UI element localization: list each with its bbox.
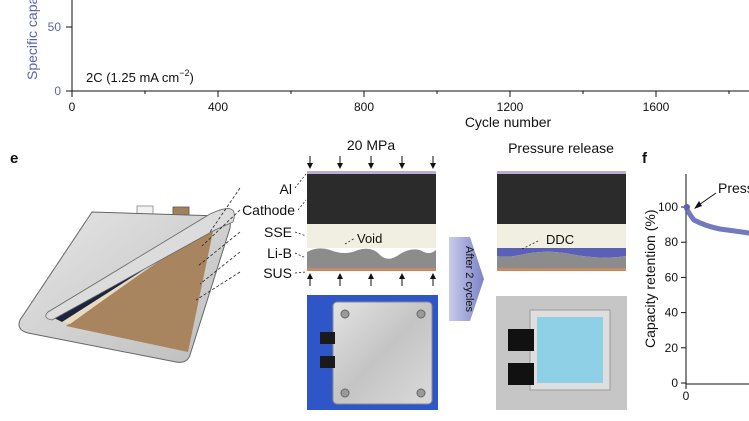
retention-start-point [684,204,690,210]
pressed-cell-photo [307,295,438,410]
pressure-arrowhead-up-4 [430,273,436,279]
panel-f-yticks: 100 80 60 40 20 0 [658,200,686,390]
layer-label-cathode: Cathode [242,202,295,218]
f-ytick-label-0: 0 [671,376,678,390]
pressure-arrowhead-down-1 [337,163,343,169]
pressure-arrows-bottom [307,273,436,286]
rate-annotation-close: ) [189,70,193,85]
panel-e: e Al Cathode SSE Li-B SUS [10,137,627,410]
released-li-b-layer [497,251,626,268]
screw-top-right [416,309,426,319]
f-ytick-label-100: 100 [658,200,678,214]
pouch-peel-flap [45,208,235,321]
released-cathode-layer [497,174,626,224]
released-tab-top [508,329,534,351]
li-b-layer [307,248,436,268]
released-sse-layer [497,224,626,248]
top-xtick-label-2: 800 [354,100,374,114]
layer-leader-lines [195,187,241,301]
top-chart-xlabel: Cycle number [465,114,552,130]
top-xtick-label-0: 0 [69,100,76,114]
released-cell-photo [496,296,627,410]
press-annotation-arrowhead [694,201,702,209]
released-al-layer [497,171,626,174]
panel-f-ylabel: Capacity retention (%) [642,209,658,348]
top-xtick-label-1: 400 [208,100,228,114]
rate-annotation-sup: −2 [179,68,189,78]
top-chart-ylabel: Specific capa [24,0,40,80]
press-annotation: Press [718,180,749,196]
ytick-0-label: 0 [54,84,61,98]
pressure-arrowhead-up-1 [337,273,343,279]
layer-labels: Al Cathode SSE Li-B SUS [242,173,307,281]
cathode-blue-area [537,317,603,383]
screw-bottom-left [340,388,350,398]
released-sus-layer [497,268,626,271]
panel-f-label: f [642,150,648,167]
pressure-arrowhead-down-4 [430,163,436,169]
pressure-release-label: Pressure release [508,140,614,156]
top-chart: Specific capa 50 0 0 400 800 1200 1600 Cycle… [24,0,749,130]
layer-label-li-b: Li-B [267,245,292,261]
panel-f-xtick-0: 0 [683,389,690,403]
pressure-arrowhead-up-3 [399,273,405,279]
metal-plate [332,301,433,405]
stack-schematic-released: DDC [497,171,626,271]
cathode-layer [307,174,436,224]
retention-curve [683,204,749,236]
pressure-arrows-top [307,156,436,169]
f-ytick-label-40: 40 [665,306,679,320]
rate-annotation-main: 2C (1.25 mA cm [86,70,179,85]
rate-annotation: 2C (1.25 mA cm−2) [86,68,194,85]
stack-schematic-pressed: Void [307,171,436,271]
tab-clip-bottom [320,356,335,368]
sus-layer [307,268,436,271]
screw-bottom-right [416,388,426,398]
pouch-cell-illustration [18,205,235,363]
f-ytick-label-80: 80 [665,235,679,249]
top-xtick-label-4: 1600 [643,100,670,114]
transition-arrow-label: After 2 cycles [463,246,475,313]
pressure-arrowhead-down-3 [399,163,405,169]
released-ddc-layer [497,248,626,258]
pressure-arrowhead-down-0 [307,163,313,169]
layer-label-al: Al [280,181,292,197]
released-tab-bottom [508,363,534,385]
al-layer [307,171,436,174]
pressure-arrowhead-up-0 [307,273,313,279]
f-ytick-label-20: 20 [665,341,679,355]
layer-label-sse: SSE [264,224,292,240]
top-xtick-label-3: 1200 [497,100,524,114]
top-chart-xticks: 0 400 800 1200 1600 [69,91,730,114]
pressure-label: 20 MPa [347,137,395,153]
screw-top-left [340,309,350,319]
tab-clip-top [320,332,335,344]
void-label: Void [357,231,382,246]
pouch-copper-layer [66,222,215,352]
pressure-arrowhead-up-2 [368,273,374,279]
ddc-label: DDC [546,232,574,247]
pressure-arrowhead-down-2 [368,163,374,169]
layer-label-sus: SUS [263,265,292,281]
panel-e-label: e [10,150,18,167]
transition-arrow: After 2 cycles [449,237,484,321]
ytick-50-label: 50 [48,20,62,34]
sse-layer [307,224,436,248]
f-ytick-label-60: 60 [665,270,679,284]
